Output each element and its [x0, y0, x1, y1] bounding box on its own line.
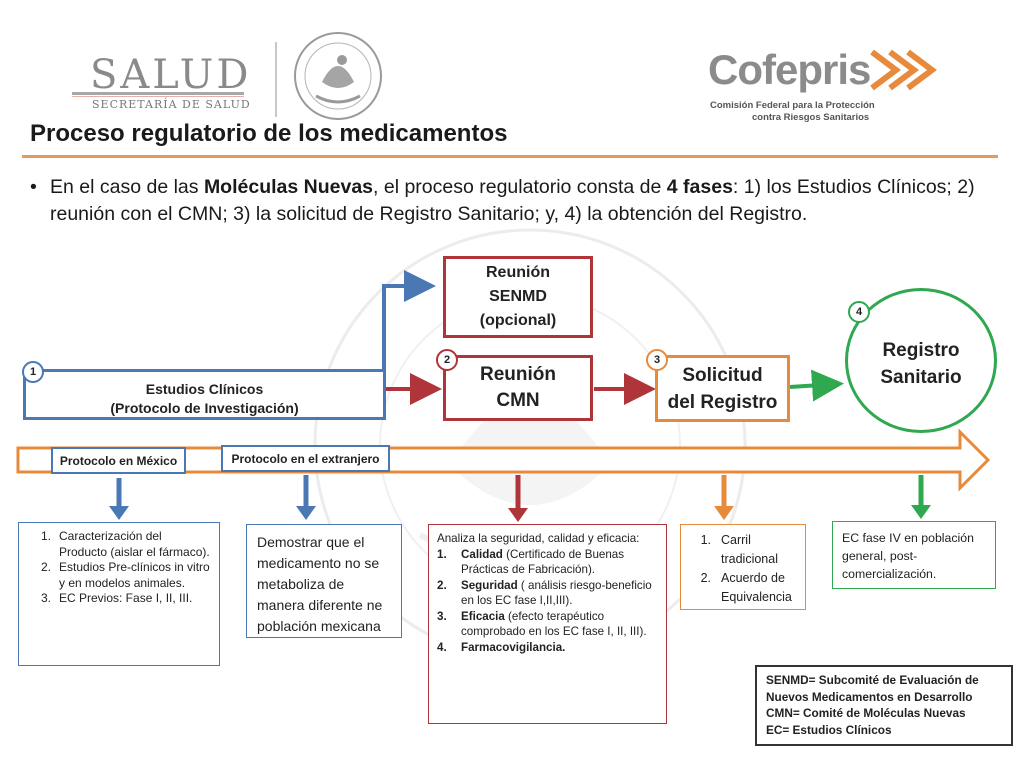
protocolo-extranjero-tab: Protocolo en el extranjero [221, 445, 390, 472]
registro-details-box: EC fase IV en población general, post-co… [832, 521, 996, 589]
cmn-detail-item: 2.Seguridad ( análisis riesgo-beneficio … [437, 578, 652, 608]
mexico-detail-item: 2.Estudios Pre-clínicos in vitro y en mo… [40, 560, 210, 590]
registro-sanitario-circle: Registro Sanitario [845, 288, 997, 433]
senmd-line2: SENMD [489, 288, 547, 305]
page-title: Proceso regulatorio de los medicamentos [30, 120, 508, 147]
cmn-line2: CMN [496, 390, 540, 411]
phase-1-badge: 1 [22, 361, 44, 383]
cofepris-logo-wordmark: Cofepris [708, 46, 871, 93]
cmn-details-box: Analiza la seguridad, calidad y eficacia… [428, 524, 667, 724]
cofepris-logo-arrows-icon [870, 49, 937, 91]
senmd-line3: (opcional) [479, 312, 557, 329]
extranjero-down-arrowhead [296, 506, 316, 520]
mexico-detail-item: 3.EC Previos: Fase I, II, III. [40, 591, 193, 605]
legend-ec: EC= Estudios Clínicos [766, 722, 892, 737]
senmd-meeting-box: Reunión SENMD (opcional) [443, 256, 593, 338]
phase-3-badge: 3 [646, 349, 668, 371]
solicitud-detail-item: 2.Acuerdo de Equivalencia [700, 571, 792, 604]
registro-down-arrowhead [911, 505, 931, 519]
phase-4-badge: 4 [848, 301, 870, 323]
mexico-detail-item: 1.Caracterización del Producto (aislar e… [40, 529, 210, 559]
cmn-detail-item: 4.Farmacovigilancia. [437, 640, 566, 654]
estudios-line1: Estudios Clínicos [145, 380, 264, 397]
senmd-branch-connector [382, 270, 436, 370]
cmn-down-arrowhead [508, 508, 528, 522]
cmn-line1: Reunión [480, 364, 556, 385]
cmn-meeting-box: Reunión CMN [443, 355, 593, 421]
cmn-detail-item: 1.Calidad (Certificado de Buenas Práctic… [437, 547, 625, 577]
mexico-coat-of-arms-icon [294, 32, 382, 120]
protocolo-mexico-tab: Protocolo en México [51, 447, 186, 474]
bullet-dot: • [30, 176, 37, 198]
mexico-down-arrowhead [109, 506, 129, 520]
solicitud-to-registro-arrow [789, 369, 844, 402]
salud-logo-subtitle: SECRETARÍA DE SALUD [92, 98, 251, 111]
cmn-detail-item: 3.Eficacia (efecto terapéutico comprobad… [437, 609, 647, 639]
solicitud-line1: Solicitud [682, 364, 763, 386]
intro-text: En el caso de las Moléculas Nuevas, el p… [50, 176, 975, 225]
registro-line2: Sanitario [880, 367, 962, 388]
salud-logo-rule-accent [72, 96, 244, 97]
solicitud-line2: del Registro [667, 391, 778, 413]
salud-logo-wordmark: SALUD [90, 52, 252, 98]
phase-2-badge: 2 [436, 349, 458, 371]
abbreviations-legend: SENMD= Subcomité de Evaluación de Nuevos… [755, 665, 1013, 746]
legend-senmd: SENMD= Subcomité de Evaluación de Nuevos… [766, 673, 979, 704]
header-divider [275, 42, 277, 117]
estudios-line2: (Protocolo de Investigación) [110, 399, 299, 416]
estudios-clinicos-box: Estudios Clínicos (Protocolo de Investig… [23, 369, 386, 420]
cmn-details-intro: Analiza la seguridad, calidad y eficacia… [437, 532, 640, 545]
solicitud-detail-item: 1.Carril tradicional [700, 533, 778, 566]
title-underline [22, 155, 998, 158]
salud-logo-rule [72, 92, 244, 95]
extranjero-details-box: Demostrar que el medicamento no se metab… [246, 524, 402, 638]
solicitud-down-arrowhead [714, 506, 734, 520]
registro-line1: Registro [882, 340, 960, 361]
mexico-details-box: 1.Caracterización del Producto (aislar e… [18, 522, 220, 666]
legend-cmn: CMN= Comité de Moléculas Nuevas [766, 706, 966, 720]
solicitud-registro-box: Solicitud del Registro [655, 355, 790, 422]
senmd-line1: Reunión [486, 264, 550, 281]
solicitud-details-box: 1.Carril tradicional 2.Acuerdo de Equiva… [680, 524, 806, 610]
cofepris-logo-subtitle: Comisión Federal para la Protección cont… [710, 100, 875, 123]
